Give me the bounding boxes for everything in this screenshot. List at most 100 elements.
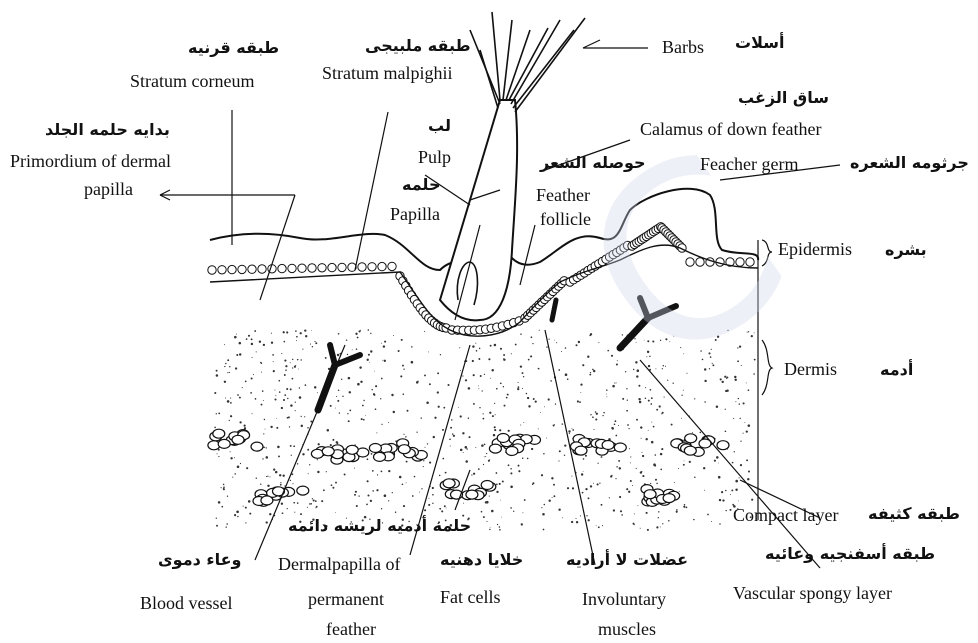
stipple-dot xyxy=(483,413,484,414)
stipple-dot xyxy=(335,408,336,409)
stipple-dot xyxy=(656,483,658,485)
stipple-dot xyxy=(290,445,292,447)
fat-cell xyxy=(443,479,455,488)
stipple-dot xyxy=(426,401,429,404)
stipple-dot xyxy=(429,383,431,385)
fat-cell xyxy=(374,452,386,461)
stipple-dot xyxy=(327,429,330,432)
stipple-dot xyxy=(287,398,288,399)
stipple-dot xyxy=(636,419,638,421)
stipple-dot xyxy=(679,491,680,492)
stipple-dot xyxy=(598,526,600,528)
stipple-dot xyxy=(719,523,721,525)
stipple-dot xyxy=(346,339,347,340)
label-epidermis-en: Epidermis xyxy=(778,240,852,258)
stipple-dot xyxy=(294,512,295,513)
stipple-dot xyxy=(299,387,300,388)
stipple-dot xyxy=(491,369,493,371)
stipple-dot xyxy=(240,463,241,464)
stipple-dot xyxy=(642,475,644,477)
stipple-dot xyxy=(323,489,325,491)
stipple-dot xyxy=(245,381,247,383)
stipple-dot xyxy=(367,458,369,460)
label-blood-vessel-en: Blood vessel xyxy=(140,594,233,612)
stipple-dot xyxy=(403,393,405,395)
stipple-dot xyxy=(553,484,555,486)
stipple-dot xyxy=(283,341,285,343)
label-stratum-malpighii-en: Stratum malpighii xyxy=(322,64,453,82)
stipple-dot xyxy=(421,488,422,489)
stipple-dot xyxy=(726,510,727,511)
stipple-dot xyxy=(336,441,338,443)
stipple-dot xyxy=(518,382,519,383)
stipple-dot xyxy=(428,351,429,352)
stipple-dot xyxy=(308,473,309,474)
stipple-dot xyxy=(307,449,309,451)
label-barbs-en: Barbs xyxy=(662,38,704,56)
stipple-dot xyxy=(743,433,744,434)
stipple-dot xyxy=(571,428,572,429)
stipple-dot xyxy=(481,444,484,447)
label-pulp-en: Pulp xyxy=(418,148,451,166)
stipple-dot xyxy=(384,341,386,343)
fat-cell xyxy=(398,445,410,454)
stipple-dot xyxy=(224,344,225,345)
stipple-dot xyxy=(296,340,297,341)
label-follicle-en-2: follicle xyxy=(540,210,591,228)
stipple-dot xyxy=(229,420,230,421)
stipple-dot xyxy=(246,338,248,340)
stipple-dot xyxy=(221,487,222,488)
stipple-dot xyxy=(317,459,318,460)
stipple-dot xyxy=(622,398,624,400)
stipple-dot xyxy=(224,381,226,383)
stipple-dot xyxy=(214,392,216,394)
stipple-dot xyxy=(289,426,290,427)
stipple-dot xyxy=(646,438,648,440)
stipple-dot xyxy=(603,412,605,414)
stipple-dot xyxy=(424,447,425,448)
stipple-dot xyxy=(295,401,296,402)
stipple-dot xyxy=(730,494,731,495)
stipple-dot xyxy=(489,412,491,414)
stipple-dot xyxy=(541,474,543,476)
stipple-dot xyxy=(290,480,291,481)
stipple-dot xyxy=(398,350,400,352)
stipple-dot xyxy=(275,395,276,396)
stipple-dot xyxy=(216,518,217,519)
stipple-dot xyxy=(309,464,310,465)
stipple-dot xyxy=(716,456,719,459)
stipple-dot xyxy=(484,443,486,445)
stipple-dot xyxy=(558,460,559,461)
stipple-dot xyxy=(349,410,351,412)
stipple-dot xyxy=(489,529,490,530)
stipple-dot xyxy=(317,392,318,393)
stipple-dot xyxy=(348,420,350,422)
stipple-dot xyxy=(748,470,750,472)
stipple-dot xyxy=(466,448,468,450)
stipple-dot xyxy=(559,450,561,452)
stipple-dot xyxy=(391,394,393,396)
stipple-dot xyxy=(650,483,651,484)
epidermis-cell xyxy=(228,265,236,273)
stipple-dot xyxy=(597,463,598,464)
stipple-dot xyxy=(562,517,563,518)
stipple-dot xyxy=(662,523,663,524)
stipple-dot xyxy=(285,365,287,367)
stipple-dot xyxy=(458,407,459,408)
stipple-dot xyxy=(488,460,490,462)
stipple-dot xyxy=(538,368,540,370)
stipple-dot xyxy=(590,414,591,415)
stipple-dot xyxy=(595,418,597,420)
stipple-dot xyxy=(656,409,658,411)
stipple-dot xyxy=(312,498,313,499)
stipple-dot xyxy=(619,467,621,469)
stipple-dot xyxy=(218,501,221,504)
stipple-dot xyxy=(739,418,740,419)
epidermis-cell xyxy=(238,265,246,273)
stipple-dot xyxy=(641,438,642,439)
stipple-dot xyxy=(523,422,524,423)
stipple-dot xyxy=(496,472,498,474)
stipple-dot xyxy=(654,454,656,456)
stipple-dot xyxy=(406,482,407,483)
stipple-dot xyxy=(363,419,365,421)
